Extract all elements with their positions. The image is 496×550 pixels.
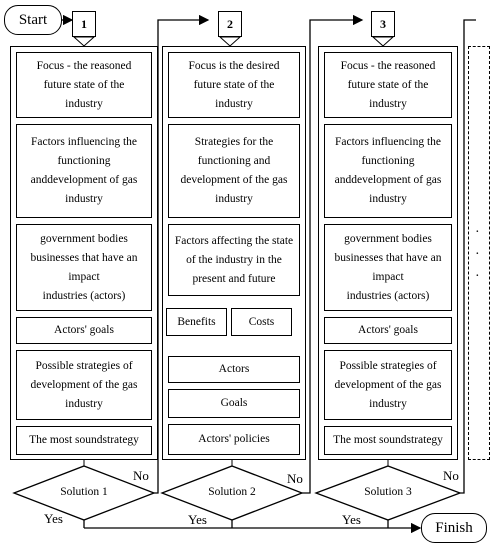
finish-node: Finish: [421, 513, 487, 543]
yes-label-2: Yes: [188, 512, 207, 527]
column-3-step-best-strategy: The most soundstrategy: [324, 426, 452, 455]
column-3-step-goals: Actors' goals: [324, 317, 452, 344]
column-3-step-strategies: Possible strategies of development of th…: [324, 350, 452, 420]
yes-label-1: Yes: [44, 511, 63, 526]
decision-3-label: Solution 3: [364, 486, 412, 498]
column-2-step-factors: Factors affecting the state of the indus…: [168, 224, 300, 296]
column-3-step-actors: government bodies businesses that have a…: [324, 224, 452, 311]
no-label-3: No: [443, 468, 459, 483]
yes-label-3: Yes: [342, 512, 361, 527]
column-2-step-actors: Actors: [168, 356, 300, 383]
column-1-step-focus: Focus - the reasoned future state of the…: [16, 52, 152, 118]
column-1-step-goals: Actors' goals: [16, 317, 152, 344]
decision-1-label: Solution 1: [60, 486, 108, 498]
column-2-step-focus: Focus is the desired future state of the…: [168, 52, 300, 118]
ellipsis-dot: ·: [475, 269, 480, 284]
column-1-step-best-strategy: The most soundstrategy: [16, 426, 152, 455]
column-1-step-factors: Factors influencing the functioning andd…: [16, 124, 152, 218]
column-2-step-strategies: Strategies for the functioning and devel…: [168, 124, 300, 218]
column-1-step-actors: government bodies businesses that have a…: [16, 224, 152, 311]
continuation-column: [468, 46, 490, 460]
column-3-step-factors: Factors influencing the functioning andd…: [324, 124, 452, 218]
ellipsis-dot: ·: [475, 225, 480, 240]
column-2-costs: Costs: [231, 308, 292, 336]
no-label-1: No: [133, 468, 149, 483]
ellipsis-dot: ·: [475, 247, 480, 262]
column-1-step-strategies: Possible strategies of development of th…: [16, 350, 152, 420]
start-node: Start: [4, 5, 62, 35]
column-2-step-goals: Goals: [168, 389, 300, 418]
decision-2-label: Solution 2: [208, 486, 256, 498]
no-label-2: No: [287, 471, 303, 486]
column-1-number: 1: [72, 11, 96, 37]
column-2-benefits: Benefits: [166, 308, 227, 336]
column-3-number: 3: [371, 11, 395, 37]
column-2-number: 2: [218, 11, 242, 37]
column-3-step-focus: Focus - the reasoned future state of the…: [324, 52, 452, 118]
column-2-step-policies: Actors' policies: [168, 424, 300, 455]
